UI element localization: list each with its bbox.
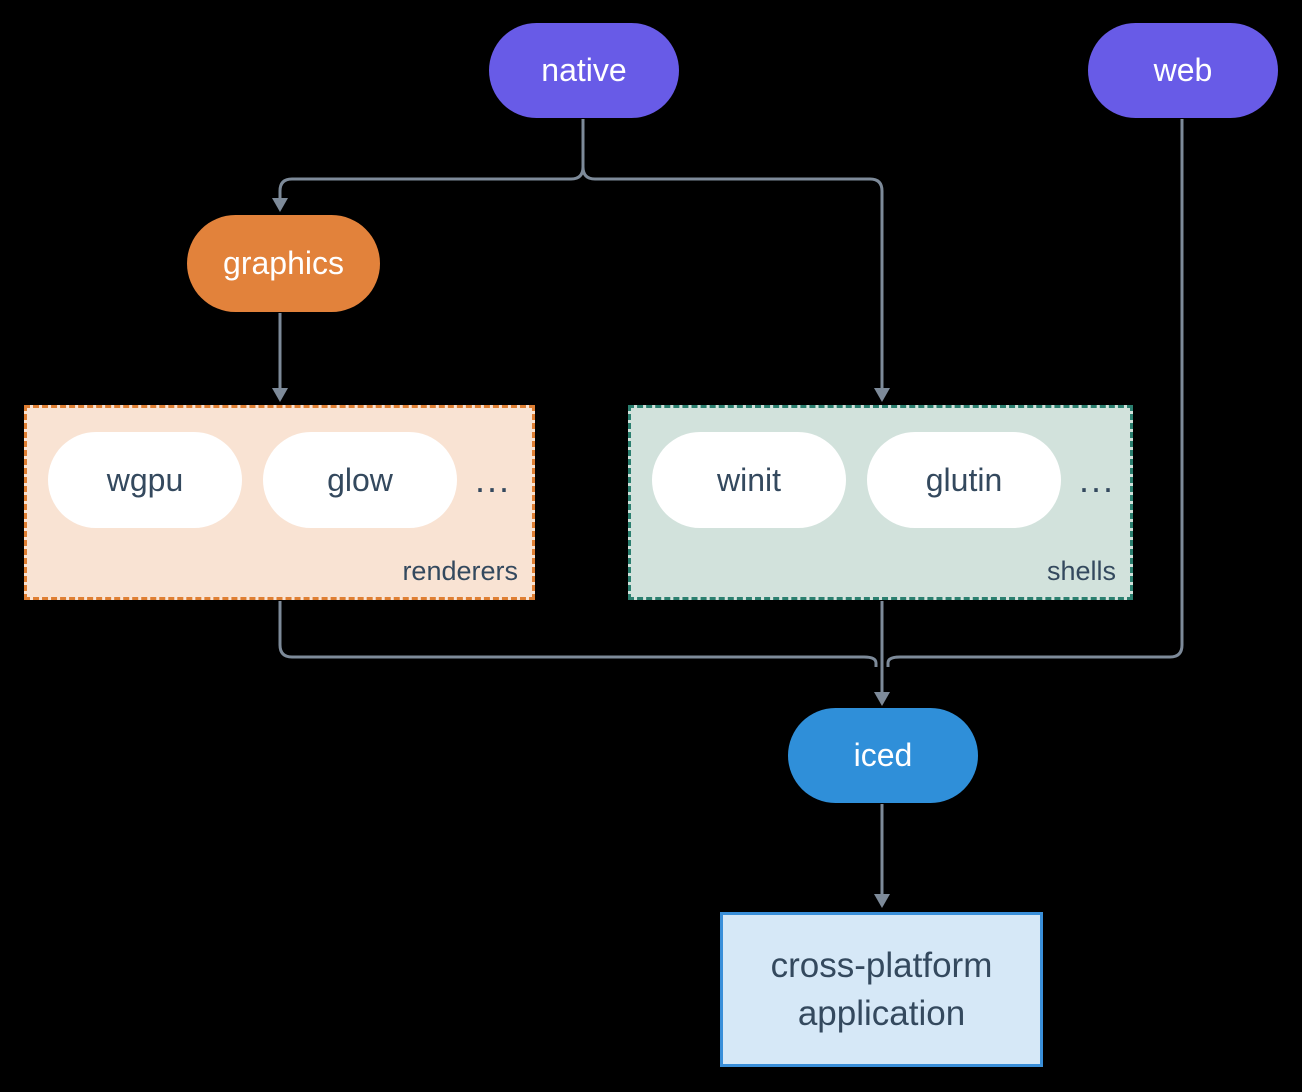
winit-node-label: winit (716, 461, 781, 498)
edge-native-graphics (278, 119, 585, 198)
wgpu-node-label: wgpu (106, 461, 184, 498)
renderers-group-label: renderers (402, 556, 518, 586)
edge-renderers-iced (278, 601, 878, 667)
shells-group: winit glutin ... shells (628, 405, 1133, 600)
web-node: web (1088, 23, 1278, 118)
winit-node: winit (652, 432, 846, 528)
shells-group-label: shells (1046, 556, 1116, 586)
iced-node: iced (788, 708, 978, 803)
application-node: cross-platform application (720, 912, 1043, 1067)
renderers-ellipsis: ... (475, 459, 512, 500)
arrowhead-renderers (272, 388, 288, 402)
glutin-node-label: glutin (925, 461, 1003, 498)
application-label-line2: application (797, 993, 966, 1033)
glow-node: glow (263, 432, 457, 528)
arrowhead-graphics (272, 198, 288, 212)
arrowhead-application (874, 894, 890, 908)
arrowhead-shells (874, 388, 890, 402)
arrowhead-iced (874, 692, 890, 706)
native-node-label: native (541, 52, 627, 88)
native-node: native (489, 23, 679, 118)
wgpu-node: wgpu (48, 432, 242, 528)
web-node-label: web (1153, 52, 1213, 88)
graphics-node-label: graphics (223, 245, 344, 281)
edge-native-shells (581, 119, 884, 388)
glow-node-label: glow (327, 461, 393, 498)
graphics-node: graphics (187, 215, 380, 312)
glutin-node: glutin (867, 432, 1061, 528)
renderers-group: wgpu glow ... renderers (24, 405, 535, 600)
application-label-line1: cross-platform (770, 945, 993, 985)
shells-ellipsis: ... (1079, 459, 1116, 500)
iced-node-label: iced (853, 737, 913, 773)
